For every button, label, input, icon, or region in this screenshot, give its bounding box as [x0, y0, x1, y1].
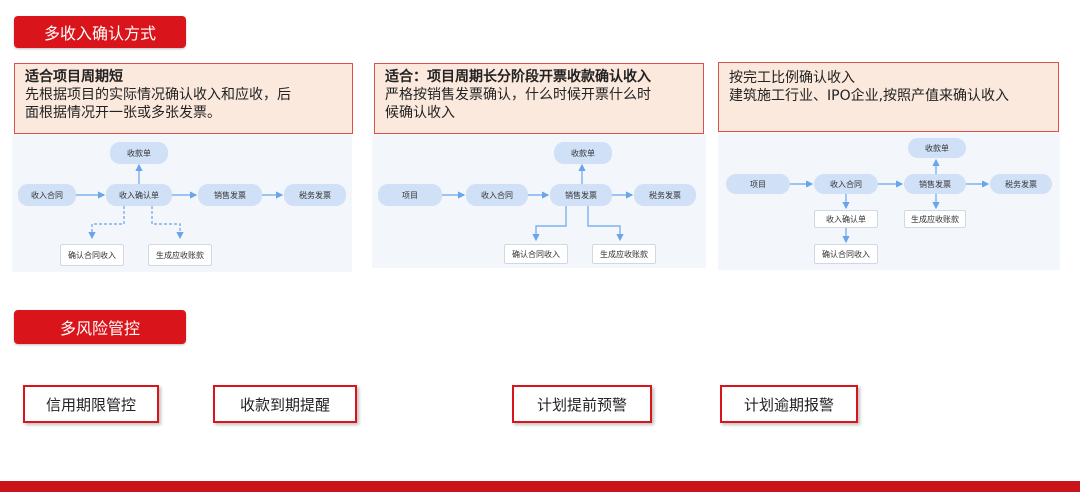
section-tag-income: 多收入确认方式 — [14, 16, 186, 48]
option-title: 适合项目周期短 — [25, 69, 123, 85]
option-line: 按完工比例确认收入 — [729, 70, 855, 86]
option-note-1: 适合项目周期短 先根据项目的实际情况确认收入和应收，后 面根据情况开一张或多张发… — [14, 63, 353, 134]
credit-period-control[interactable]: 信用期限管控 — [23, 385, 159, 423]
flow-node: 收入确认单 — [106, 184, 172, 206]
option-line: 先根据项目的实际情况确认收入和应收，后 — [25, 87, 291, 103]
flow-node: 确认合同收入 — [814, 244, 878, 264]
flow-diagram-3: 收款单 项目 收入合同 销售发票 税务发票 收入确认单 生成应收账款 确认合同收… — [718, 132, 1060, 270]
flow-diagram-2: 收款单 项目 收入合同 销售发票 税务发票 确认合同收入 生成应收账款 — [372, 134, 706, 268]
flow-connectors — [442, 163, 634, 242]
option-title: 适合：项目周期长分阶段开票收款确认收入 — [385, 69, 651, 85]
flow-node: 收款单 — [554, 142, 612, 164]
flow-node: 生成应收账款 — [592, 244, 656, 264]
flow-node: 销售发票 — [550, 184, 612, 206]
payment-due-reminder[interactable]: 收款到期提醒 — [213, 385, 357, 423]
flow-diagram-1: 收款单 收入合同 收入确认单 销售发票 税务发票 确认合同收入 生成应收账款 — [12, 134, 352, 272]
flow-node: 收款单 — [110, 142, 168, 164]
flow-node: 项目 — [378, 184, 442, 206]
flow-connectors — [76, 163, 284, 240]
flow-node: 税务发票 — [634, 184, 696, 206]
flow-node: 确认合同收入 — [60, 244, 124, 266]
flow-node: 生成应收账款 — [904, 210, 966, 228]
flow-node: 税务发票 — [284, 184, 346, 206]
flow-node: 项目 — [726, 174, 790, 194]
flow-node: 销售发票 — [904, 174, 966, 194]
flow-node: 生成应收账款 — [148, 244, 212, 266]
arrow-dashed-left — [88, 206, 125, 240]
flow-node: 税务发票 — [990, 174, 1052, 194]
option-note-2: 适合：项目周期长分阶段开票收款确认收入 严格按销售发票确认，什么时候开票什么时 … — [374, 63, 704, 134]
flow-connectors — [790, 158, 990, 244]
flow-node: 销售发票 — [198, 184, 262, 206]
option-line: 建筑施工行业、IPO企业,按照产值来确认收入 — [729, 88, 1010, 104]
bottom-bar — [0, 481, 1080, 492]
option-line: 面根据情况开一张或多张发票。 — [25, 105, 221, 121]
arrow-dashed-right — [151, 206, 184, 240]
section-tag-risk: 多风险管控 — [14, 310, 186, 344]
flow-node: 收入合同 — [18, 184, 76, 206]
flow-node: 收款单 — [908, 138, 966, 158]
plan-advance-warning[interactable]: 计划提前预警 — [512, 385, 652, 423]
arrow-right — [587, 206, 624, 242]
option-line: 严格按销售发票确认，什么时候开票什么时 — [385, 87, 651, 103]
flow-node: 收入合同 — [466, 184, 528, 206]
flow-node: 收入合同 — [814, 174, 878, 194]
arrow-left — [532, 206, 567, 242]
plan-overdue-alarm[interactable]: 计划逾期报警 — [720, 385, 858, 423]
option-line: 候确认收入 — [385, 105, 455, 121]
flow-node: 收入确认单 — [814, 210, 878, 228]
flow-node: 确认合同收入 — [504, 244, 568, 264]
option-note-3: 按完工比例确认收入 建筑施工行业、IPO企业,按照产值来确认收入 — [718, 62, 1059, 132]
